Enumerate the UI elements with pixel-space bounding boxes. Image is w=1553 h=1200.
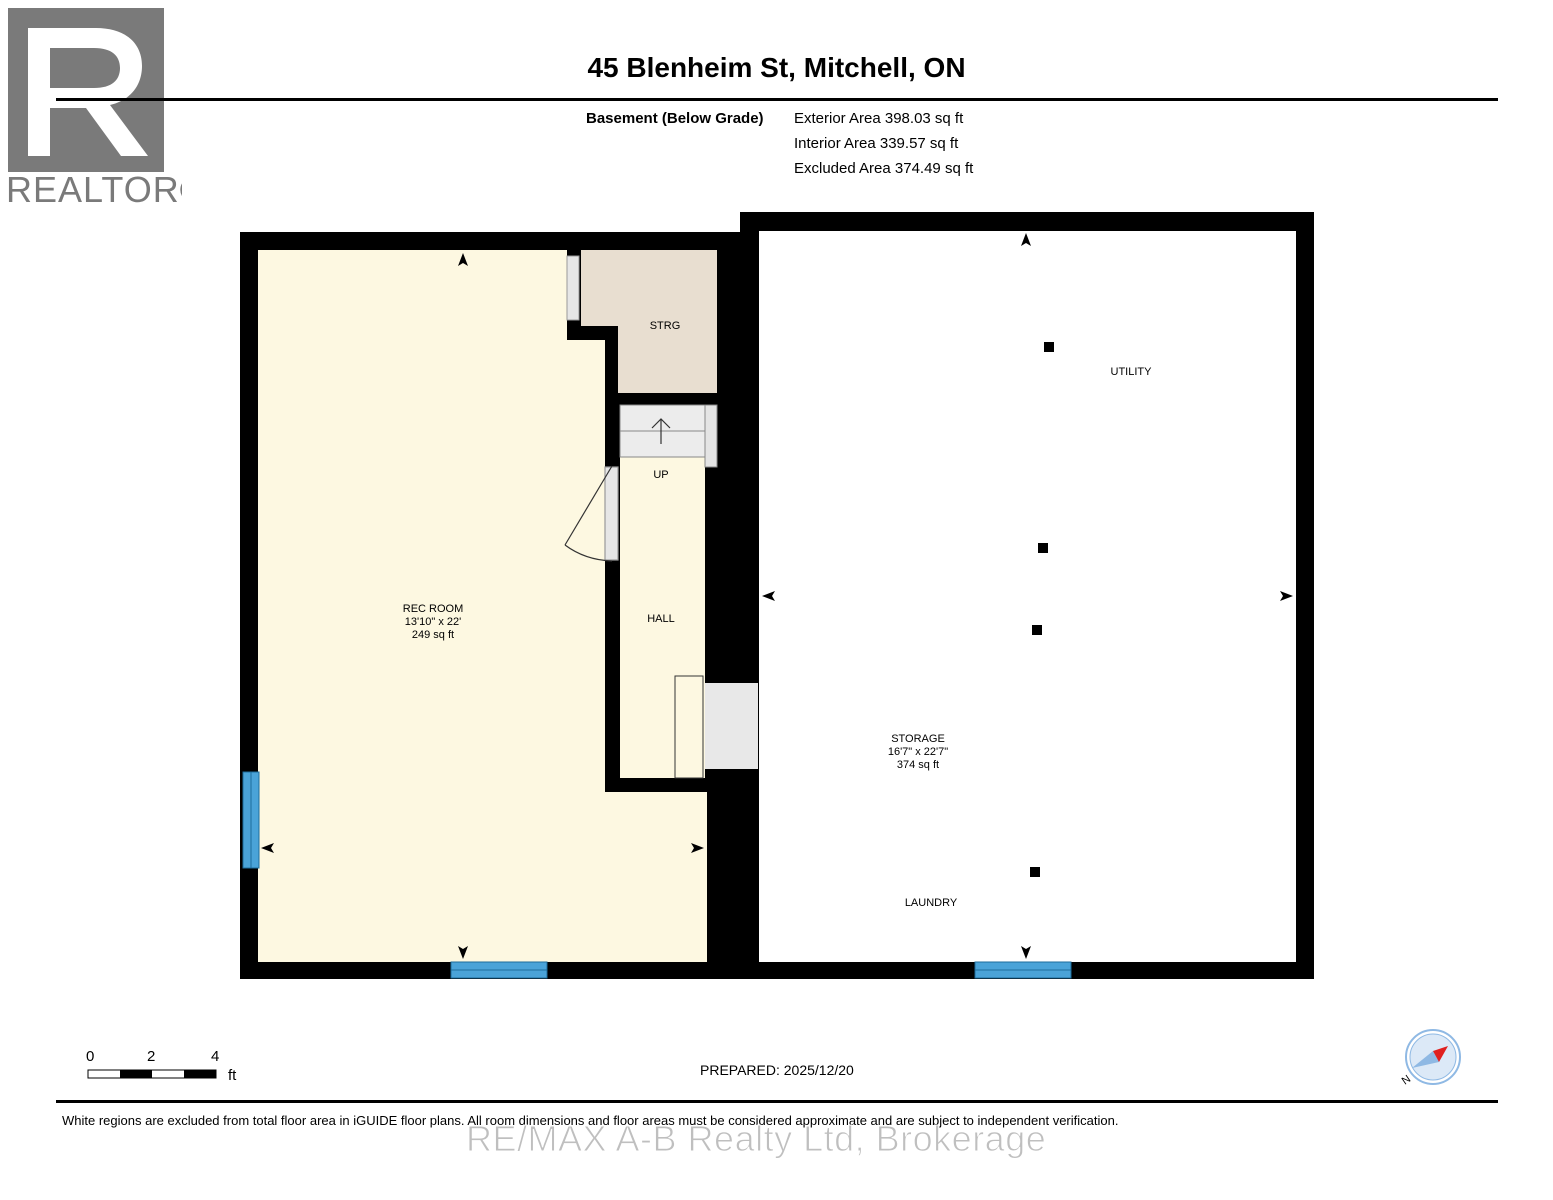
rec-room-floor xyxy=(258,250,707,962)
arrow-right-icon xyxy=(1280,591,1293,601)
arrow-left-icon xyxy=(762,591,775,601)
wall-opening xyxy=(705,683,758,769)
utility-name: UTILITY xyxy=(1111,366,1153,378)
hall-cabinet xyxy=(674,675,704,779)
laundry-name: LAUNDRY xyxy=(905,897,958,909)
arrow-down-icon xyxy=(1021,946,1031,959)
arrow-left-icon xyxy=(261,843,274,853)
header-divider xyxy=(56,98,1498,101)
scale-bar: 0 2 4 ft xyxy=(86,1048,237,1084)
stairs-up-label: UP xyxy=(653,469,668,481)
arrow-up-icon xyxy=(1021,233,1031,246)
door-swing xyxy=(564,465,619,562)
arrow-up-icon xyxy=(458,253,468,266)
prepared-date: PREPARED: 2025/12/20 xyxy=(700,1062,854,1078)
scale-unit: ft xyxy=(228,1067,237,1084)
scale-tick-4: 4 xyxy=(211,1048,219,1065)
interior-area: Interior Area 339.57 sq ft xyxy=(794,135,959,152)
window-south-left xyxy=(450,961,548,979)
stair-rail xyxy=(704,404,718,468)
arrow-down-icon xyxy=(458,946,468,959)
post xyxy=(1030,867,1040,877)
storage-dims: 16'7" x 22'7" xyxy=(888,746,948,758)
arrow-right-icon xyxy=(691,843,704,853)
scale-tick-2: 2 xyxy=(147,1048,155,1065)
page-title: 45 Blenheim St, Mitchell, ON xyxy=(587,52,966,83)
post xyxy=(1032,625,1042,635)
strg-name: STRG xyxy=(650,320,681,332)
strg-floor xyxy=(581,250,717,393)
compass-north-label: N xyxy=(1400,1073,1413,1087)
measurement-markers xyxy=(261,233,1293,959)
disclaimer: White regions are excluded from total fl… xyxy=(62,1113,1119,1128)
realtor-logo: REALTOR® xyxy=(6,6,206,212)
window-south-right xyxy=(974,961,1072,979)
post xyxy=(1044,342,1054,352)
compass-icon: N xyxy=(1400,1029,1461,1087)
storage-name: STORAGE xyxy=(891,733,945,745)
brokerage-watermark: RE/MAX A-B Realty Ltd, Brokerage xyxy=(465,1118,1047,1160)
window-west xyxy=(242,771,260,869)
footer-divider xyxy=(56,1100,1498,1103)
level-label: Basement (Below Grade) xyxy=(586,110,764,127)
up-arrow-icon xyxy=(651,418,671,444)
scale-tick-0: 0 xyxy=(86,1048,94,1065)
rec-room-name: REC ROOM xyxy=(403,603,464,615)
excluded-area: Excluded Area 374.49 sq ft xyxy=(794,160,974,177)
storage-area: 374 sq ft xyxy=(897,759,939,771)
post xyxy=(1038,543,1048,553)
realtor-logo-text: REALTOR® xyxy=(6,169,182,210)
rec-room-dims: 13'10" x 22' xyxy=(405,616,461,628)
hall-name: HALL xyxy=(647,613,675,625)
exterior-area: Exterior Area 398.03 sq ft xyxy=(794,110,964,127)
strg-door-jamb xyxy=(566,255,580,321)
rec-room-area: 249 sq ft xyxy=(412,629,454,641)
utility-storage-floor xyxy=(759,231,1296,962)
